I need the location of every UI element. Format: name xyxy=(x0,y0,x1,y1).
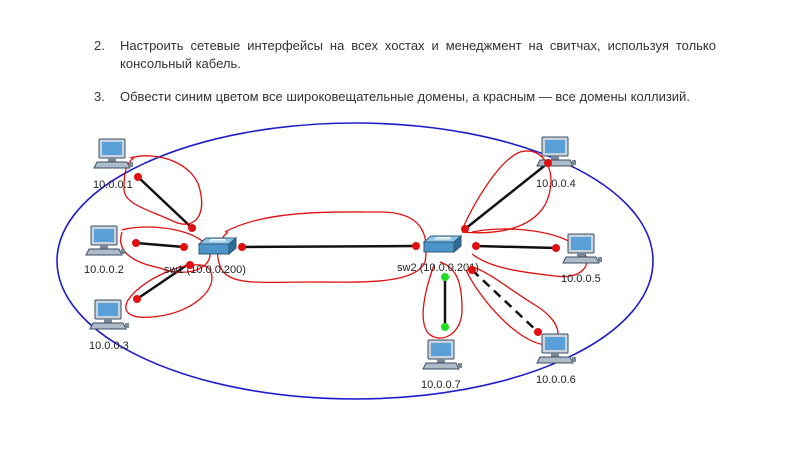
port-dot xyxy=(180,243,188,251)
task-item-3: 3. Обвести синим цветом все широковещате… xyxy=(94,88,716,106)
host-label: 10.0.0.4 xyxy=(536,178,576,190)
port-dot xyxy=(468,266,476,274)
port-dot xyxy=(134,173,142,181)
collision-domain-7 xyxy=(422,261,463,339)
port-dot xyxy=(534,328,542,336)
pc-icon xyxy=(562,233,603,264)
port-indicators-up xyxy=(441,273,449,331)
collision-domains xyxy=(120,150,588,346)
port-dot xyxy=(472,242,480,250)
port-dot xyxy=(461,225,469,233)
links xyxy=(135,162,557,333)
port-dot xyxy=(544,159,552,167)
switch-label: sw2 (10.0.0.201) xyxy=(397,262,479,274)
task-number: 2. xyxy=(94,38,105,53)
collision-domain-2 xyxy=(120,226,211,273)
host-label: 10.0.0.7 xyxy=(421,379,461,391)
pc-icon xyxy=(422,339,463,370)
host-label: 10.0.0.1 xyxy=(93,179,133,191)
port-dot xyxy=(132,239,140,247)
link-host1-sw1 xyxy=(137,176,193,229)
port-dot xyxy=(186,261,194,269)
pc-icon xyxy=(85,225,126,256)
collision-domain-1 xyxy=(123,155,203,225)
task-text: Обвести синим цветом все широковещательн… xyxy=(120,89,690,104)
host-label: 10.0.0.6 xyxy=(536,374,576,386)
switch-sw1[interactable]: sw1 (10.0.0.200) xyxy=(164,237,246,276)
pc-icon xyxy=(536,333,577,364)
collision-domain-5 xyxy=(471,228,588,278)
pc-icon xyxy=(89,299,130,330)
task-text: Настроить сетевые интерфейсы на всех хос… xyxy=(120,38,716,71)
host-10-0-0-1[interactable]: 10.0.0.1 xyxy=(93,138,134,191)
port-dot xyxy=(133,295,141,303)
port-dot xyxy=(188,224,196,232)
port-indicators xyxy=(132,159,560,336)
pc-icon xyxy=(93,138,134,169)
task-number: 3. xyxy=(94,89,105,104)
pc-icon xyxy=(536,136,577,167)
collision-domain-sw1-sw2 xyxy=(217,211,427,284)
switch-icon xyxy=(198,237,237,255)
switch-label: sw1 (10.0.0.200) xyxy=(164,264,246,276)
link-sw2-host6 xyxy=(471,269,539,333)
port-dot xyxy=(552,244,560,252)
host-label: 10.0.0.5 xyxy=(561,273,601,285)
broadcast-domain-ellipse xyxy=(56,122,654,400)
port-dot xyxy=(412,242,420,250)
host-10-0-0-2[interactable]: 10.0.0.2 xyxy=(84,225,126,276)
link-host2-sw1 xyxy=(135,241,185,249)
link-sw2-host5 xyxy=(475,244,557,250)
host-10-0-0-4[interactable]: 10.0.0.4 xyxy=(536,136,577,190)
host-label: 10.0.0.3 xyxy=(89,340,129,352)
port-dot-up xyxy=(441,273,449,281)
port-dot xyxy=(238,243,246,251)
link-sw2-host4 xyxy=(464,162,549,230)
task-list: 2. Настроить сетевые интерфейсы на всех … xyxy=(94,37,716,121)
host-10-0-0-5[interactable]: 10.0.0.5 xyxy=(561,233,603,285)
host-10-0-0-6[interactable]: 10.0.0.6 xyxy=(536,333,577,386)
task-item-2: 2. Настроить сетевые интерфейсы на всех … xyxy=(94,37,716,73)
switch-sw2[interactable]: sw2 (10.0.0.201) xyxy=(397,235,479,274)
collision-domain-6 xyxy=(465,265,559,346)
port-dot-up xyxy=(441,323,449,331)
host-label: 10.0.0.2 xyxy=(84,264,124,276)
link-host3-sw1 xyxy=(136,261,191,301)
switch-icon xyxy=(423,235,462,253)
host-10-0-0-7[interactable]: 10.0.0.7 xyxy=(421,339,463,391)
collision-domain-3 xyxy=(125,264,213,318)
link-sw1-sw2 xyxy=(241,244,417,249)
host-10-0-0-3[interactable]: 10.0.0.3 xyxy=(89,299,130,352)
